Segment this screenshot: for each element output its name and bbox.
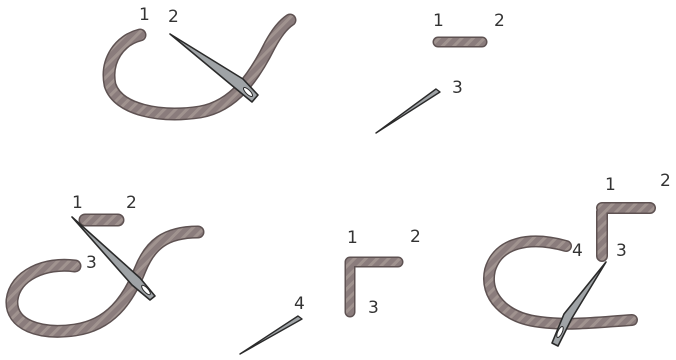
point-label-3: 3 — [452, 78, 463, 98]
step-2: 1 2 3 — [376, 11, 505, 133]
step-1: 1 2 — [109, 5, 290, 114]
step-4: 1 2 3 4 — [240, 227, 421, 354]
step-3: 1 2 3 — [12, 193, 198, 331]
needle — [376, 89, 440, 133]
point-label-3: 3 — [368, 298, 379, 318]
needle — [552, 262, 606, 346]
point-label-3: 3 — [616, 241, 627, 261]
point-label-1: 1 — [72, 193, 83, 213]
point-label-3: 3 — [86, 253, 97, 273]
point-label-2: 2 — [126, 193, 137, 213]
point-label-2: 2 — [410, 227, 421, 247]
thread — [109, 20, 290, 114]
needle — [170, 34, 258, 102]
step-5: 1 2 3 4 — [489, 171, 671, 346]
point-label-1: 1 — [605, 175, 616, 195]
point-label-4: 4 — [572, 241, 583, 261]
point-label-1: 1 — [139, 5, 150, 25]
point-label-2: 2 — [168, 7, 179, 27]
point-label-1: 1 — [433, 11, 444, 31]
point-label-1: 1 — [347, 228, 358, 248]
point-label-2: 2 — [494, 11, 505, 31]
needle — [240, 316, 302, 354]
point-label-2: 2 — [660, 171, 671, 191]
point-label-4: 4 — [294, 294, 305, 314]
